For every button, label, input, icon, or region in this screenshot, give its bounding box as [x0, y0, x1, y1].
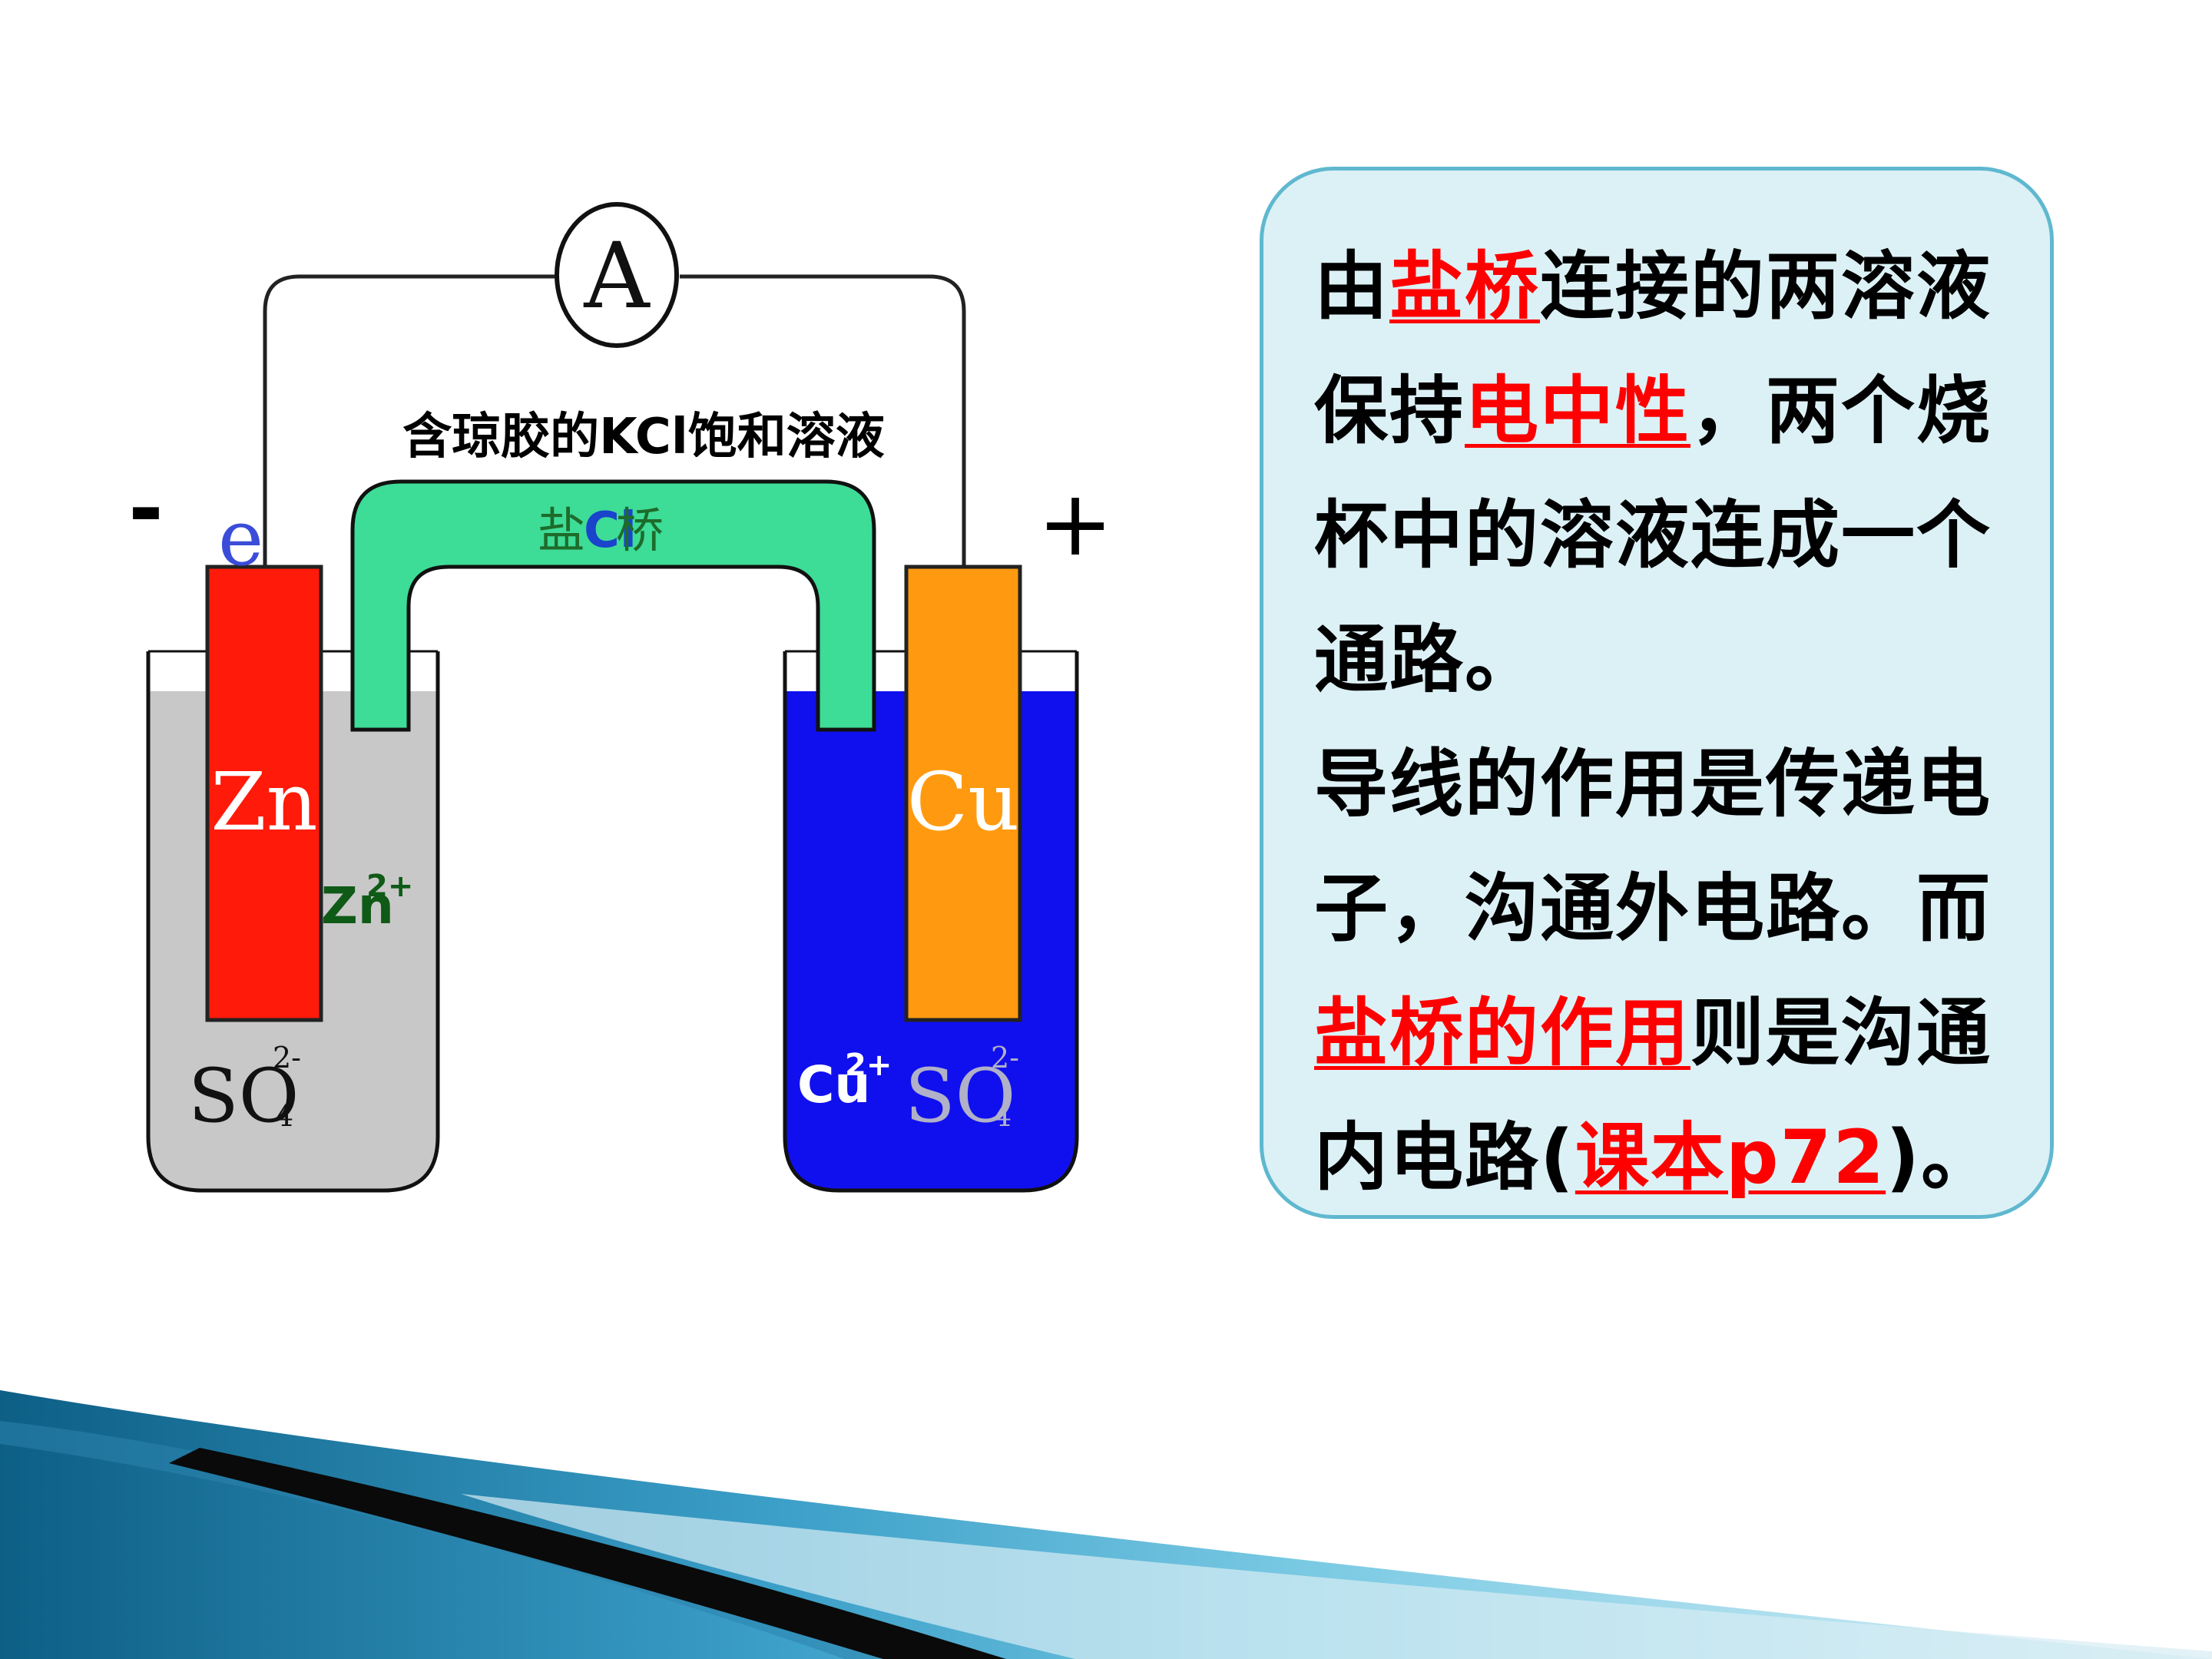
sulfate-left-charge: 2-	[273, 1041, 301, 1075]
zinc-label: Zn	[210, 755, 317, 849]
salt-bridge	[350, 479, 876, 732]
highlight-salt-bridge: 盐桥	[1389, 243, 1540, 329]
explanation-line-5: 导线的作用是传递电	[1314, 741, 1992, 827]
explanation-line-6: 子，沟通外电路。而	[1314, 866, 1992, 952]
explanation-line-7: 盐桥的作用则是沟通	[1314, 990, 1992, 1076]
right-beaker-wall	[783, 651, 1079, 1193]
explanation-box: 由盐桥连接的两溶液 保持电中性，两个烧 杯中的溶液连成一个 通路。 导线的作用是…	[1260, 167, 2054, 1219]
ammeter-label: A	[583, 223, 651, 329]
textbook-link[interactable]: 课本p72	[1575, 1114, 1886, 1200]
sulfate-left-subscript: 4	[275, 1099, 293, 1133]
highlight-electroneutrality: 电中性	[1465, 368, 1690, 454]
sulfate-right-subscript: 4	[993, 1099, 1012, 1133]
bridge-caption: 含琼胶的KCl饱和溶液	[402, 409, 885, 465]
salt-bridge-label-b: Cl	[584, 502, 637, 559]
copper-ion-charge: 2+	[845, 1048, 892, 1083]
copper-electrode	[904, 565, 1022, 1022]
salt-bridge-label-a: 盐	[538, 502, 585, 558]
ammeter-circle	[555, 202, 679, 348]
explanation-line-4: 通路。	[1314, 617, 1540, 703]
sulfate-right-charge: 2-	[991, 1041, 1019, 1075]
zinc-ion-label: Zn	[321, 876, 394, 935]
electron-label: e	[218, 493, 263, 583]
sulfate-left-label: SO	[188, 1053, 299, 1139]
copper-label: Cu	[907, 755, 1020, 849]
copper-ion-label: Cu	[797, 1055, 870, 1114]
zinc-ion-charge: 2+	[366, 869, 413, 904]
decorative-ribbon	[0, 1390, 2212, 1659]
positive-sign: +	[1038, 470, 1114, 576]
ammeter: A	[555, 202, 679, 348]
left-beaker-wall	[146, 651, 440, 1193]
negative-sign: -	[128, 459, 164, 558]
explanation-line-2: 保持电中性，两个烧	[1314, 368, 1992, 454]
explanation-line-1: 由盐桥连接的两溶液	[1314, 243, 1992, 329]
zinc-electrode	[205, 565, 323, 1022]
external-wire	[263, 274, 966, 568]
explanation-line-3: 杯中的溶液连成一个	[1314, 492, 1992, 578]
salt-bridge-label-c: 桥	[616, 502, 664, 558]
explanation-line-8: 内电路(课本p72)。	[1314, 1114, 1997, 1200]
highlight-bridge-role: 盐桥的作用	[1314, 990, 1690, 1076]
sulfate-right-label: SO	[905, 1053, 1015, 1139]
